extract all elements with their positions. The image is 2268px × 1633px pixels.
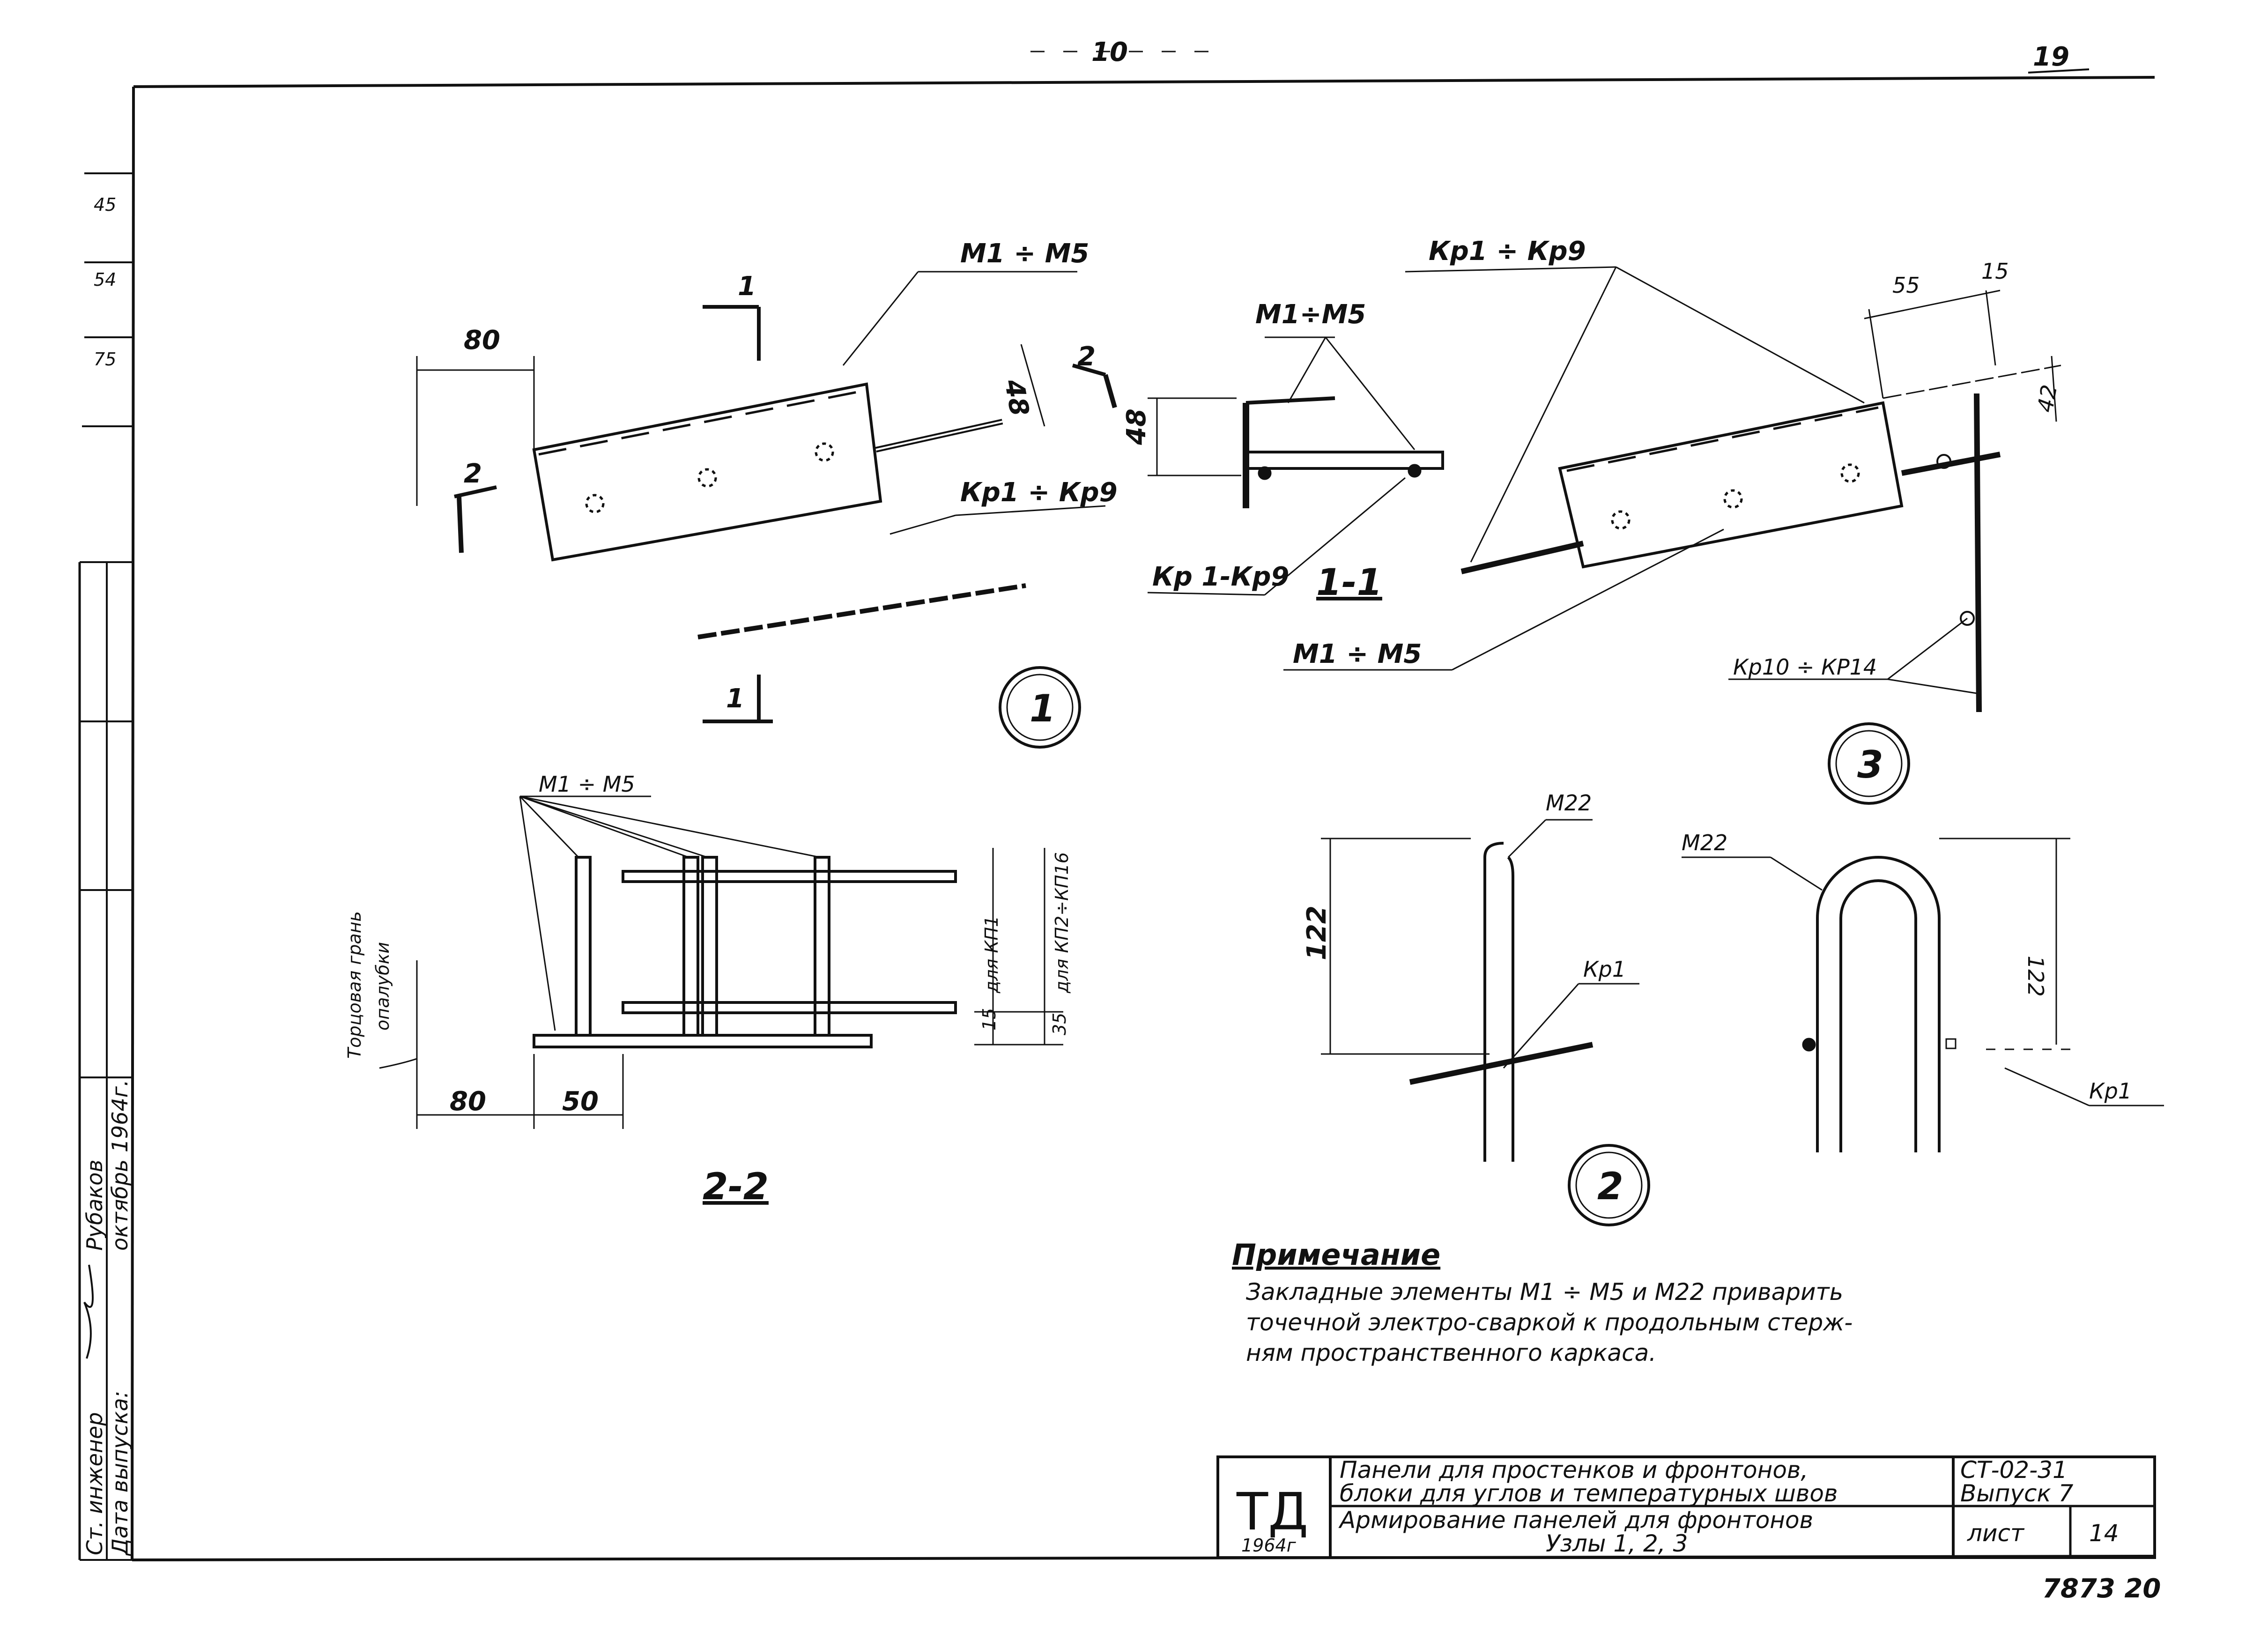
node1-number: 1 [1030,687,1056,730]
section22-face-label-1: Торцовая грань [344,911,365,1059]
section22-title: 2-2 [703,1166,769,1208]
node3-dim-42: 42 [2032,383,2062,414]
title-sheet-label: лист [1967,1520,2025,1547]
section22-dim-80: 80 [450,1086,486,1117]
stamp-2: 54 [94,269,116,290]
archive-number: 7873 20 [2042,1574,2161,1604]
stamp-3: 75 [94,349,116,370]
title-row1-line1: Панели для простенков и фронтонов, [1340,1456,1808,1484]
node1-dim-80: 80 [464,325,500,356]
title-row2-line2: Узлы 1, 2, 3 [1546,1530,1688,1557]
node1-number-badge: 1 [999,666,1081,749]
node-1-drawing [416,271,1117,723]
section22-dim-50: 50 [562,1086,599,1117]
stamp-1: 45 [94,194,116,215]
section-1-1-drawing [1147,336,1444,596]
node3-number: 3 [1857,743,1883,787]
title-row2-line1: Армирование панелей для фронтонов [1338,1507,1813,1534]
title-sheet-number: 14 [2089,1520,2119,1547]
section11-title: 1-1 [1316,562,1382,604]
node-3-drawing [1283,266,2061,713]
signer-role: Ст. инженер [82,1412,107,1555]
node2-dim-right: 122 [2023,956,2048,997]
title-issue: Выпуск 7 [1960,1480,2074,1507]
node3-bar-label-side: Кр10 ÷ КР14 [1733,654,1877,680]
node1-dim-48: 48 [998,377,1035,418]
section22-dim-35: 35 [1049,1013,1070,1035]
node1-cut1-top: 1 [738,271,756,302]
node1-cut2-right: 2 [1077,341,1096,372]
section11-bar-label: Кр 1-Кр9 [1152,562,1289,592]
node2-right-bar: Кр1 [2089,1078,2132,1104]
section22-note-kp1: для КП1 [981,916,1002,994]
section22-face-label-2: опалубки [372,942,393,1031]
title-year: 1964г [1241,1535,1297,1556]
section22-dim-15: 15 [979,1008,1000,1031]
issue-date-label: Дата выпуска: [107,1391,133,1556]
node1-cut2-left: 2 [464,459,482,489]
node2-number-badge: 2 [1568,1144,1650,1226]
node2-bar-label: Кр1 [1583,957,1626,982]
title-series: СТ-02-31 [1960,1456,2068,1484]
title-block [1216,1455,2156,1559]
node2-right-label: М22 [1682,830,1727,855]
section22-note-kp2: для КП2÷КП16 [1052,852,1072,994]
title-row1-line2: блоки для углов и температурных швов [1340,1480,1838,1507]
node1-bar-label: Кр1 ÷ Кр9 [960,477,1118,508]
section22-embedded-label: М1 ÷ М5 [539,772,635,797]
note-line-2: точечной электро-сваркой к продольным ст… [1246,1309,1853,1336]
issue-date: октябрь 1964г. [107,1079,133,1251]
signer-name: Рубаков [82,1159,107,1251]
node2-left-label: М22 [1546,790,1592,816]
sheet-frame [78,76,2156,1561]
node1-embedded-label: М1 ÷ М5 [960,238,1089,269]
node3-dim-55: 55 [1892,273,1920,298]
section11-dim-48: 48 [1121,408,1152,445]
note-line-1: Закладные элементы М1 ÷ М5 и М22 привари… [1246,1278,1843,1306]
section-2-2-drawing [379,795,1063,1129]
section11-embedded-label: М1÷М5 [1255,299,1366,330]
node1-cut1-bottom: 1 [726,683,744,714]
title-org: ТД [1236,1482,1308,1542]
node3-number-badge: 3 [1828,722,1910,805]
note-line-3: ням пространственного каркаса. [1246,1339,1656,1366]
node2-number: 2 [1597,1165,1623,1208]
signature-mark [83,1264,94,1359]
node3-bar-label-top: Кр1 ÷ Кр9 [1429,236,1586,267]
node3-dim-15: 15 [1981,259,2009,284]
note-title: Примечание [1232,1238,1440,1272]
node2-dim-left: 122 [1302,906,1332,960]
page-number: 19 [2033,42,2069,72]
node3-embedded-label: М1 ÷ М5 [1293,639,1422,669]
node-2-drawing [1321,819,2164,1162]
